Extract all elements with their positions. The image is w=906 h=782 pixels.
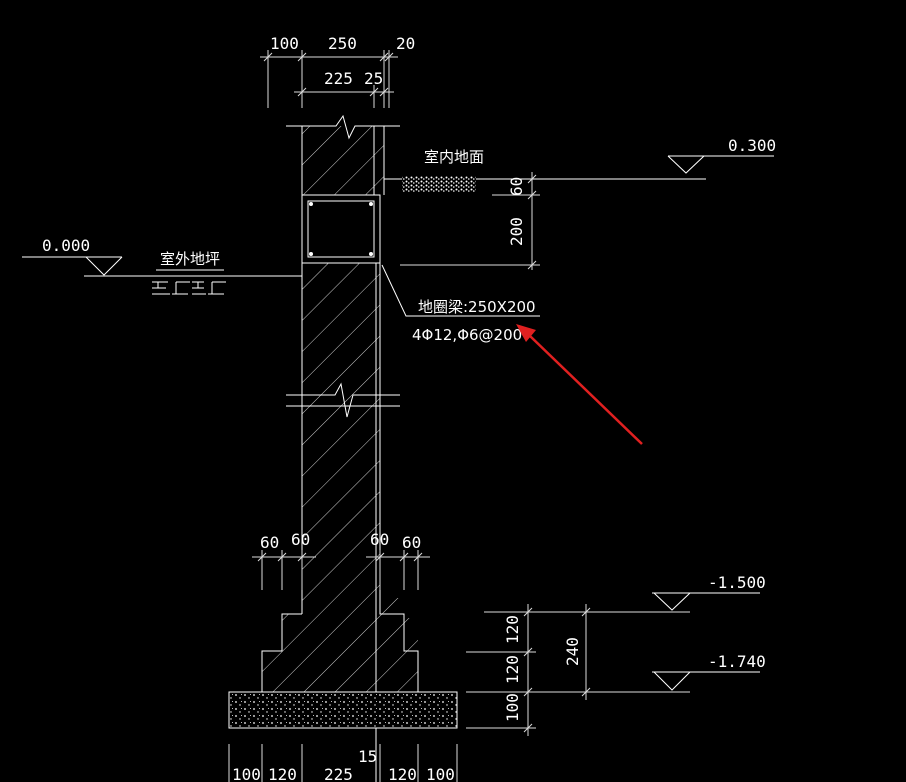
break-line-top xyxy=(286,114,400,140)
dim-right-100: 100 xyxy=(503,693,522,722)
dims-step: 60 60 60 60 xyxy=(252,530,430,590)
elevation-indoor-marker: 0.300 xyxy=(667,136,776,174)
elevation-indoor-text: 0.300 xyxy=(728,136,776,155)
dim-top-20: 20 xyxy=(396,34,415,53)
dim-top-25: 25 xyxy=(364,69,383,88)
dim-right-120-a: 120 xyxy=(503,615,522,644)
red-annotation-arrow xyxy=(516,324,643,445)
dim-right-240: 240 xyxy=(563,637,582,666)
ground-lines xyxy=(84,176,706,295)
dim-bottom-120-a: 120 xyxy=(268,765,297,782)
dim-bottom-15: 15 xyxy=(358,747,377,766)
dim-beam-200: 200 xyxy=(507,217,526,246)
dim-bottom-100-b: 100 xyxy=(426,765,455,782)
elevation-footing-mid-text: -1.740 xyxy=(708,652,766,671)
outdoor-floor-label: 室外地坪 xyxy=(160,250,220,268)
elevation-footing-mid-marker: -1.740 xyxy=(652,652,766,691)
dims-right: 120 120 100 240 xyxy=(466,604,690,736)
break-line-mid xyxy=(286,382,400,418)
dim-step-60-b: 60 xyxy=(291,530,310,549)
elevation-outdoor-text: 0.000 xyxy=(42,236,90,255)
dim-bottom-120-b: 120 xyxy=(388,765,417,782)
dims-top: 100 250 20 225 25 xyxy=(260,34,415,108)
dim-bottom-100-a: 100 xyxy=(232,765,261,782)
ring-beam xyxy=(301,194,381,264)
dim-top-100: 100 xyxy=(270,34,299,53)
beam-leader: 地圈梁:250X200 4Φ12,Φ6@200 xyxy=(381,264,540,344)
elevation-footing-top-text: -1.500 xyxy=(708,573,766,592)
dim-step-60-c: 60 xyxy=(370,530,389,549)
dim-right-120-b: 120 xyxy=(503,655,522,684)
dim-top-250: 250 xyxy=(328,34,357,53)
beam-rebar-label: 4Φ12,Φ6@200 xyxy=(412,326,522,344)
wall-section xyxy=(261,126,419,782)
dim-step-60-d: 60 xyxy=(402,533,421,552)
dims-beam: 60 200 xyxy=(400,172,540,270)
elevation-footing-top-marker: -1.500 xyxy=(652,573,766,611)
beam-title-label: 地圈梁:250X200 xyxy=(418,298,536,316)
dim-bottom-225: 225 xyxy=(324,765,353,782)
footing-pad xyxy=(228,691,458,729)
dim-top-225: 225 xyxy=(324,69,353,88)
dim-beam-60: 60 xyxy=(507,177,526,196)
dim-step-60-a: 60 xyxy=(260,533,279,552)
dims-bottom: 100 120 225 120 100 15 xyxy=(228,744,458,782)
elevation-outdoor-marker: 0.000 xyxy=(22,236,123,276)
indoor-floor-label: 室内地面 xyxy=(424,148,484,166)
